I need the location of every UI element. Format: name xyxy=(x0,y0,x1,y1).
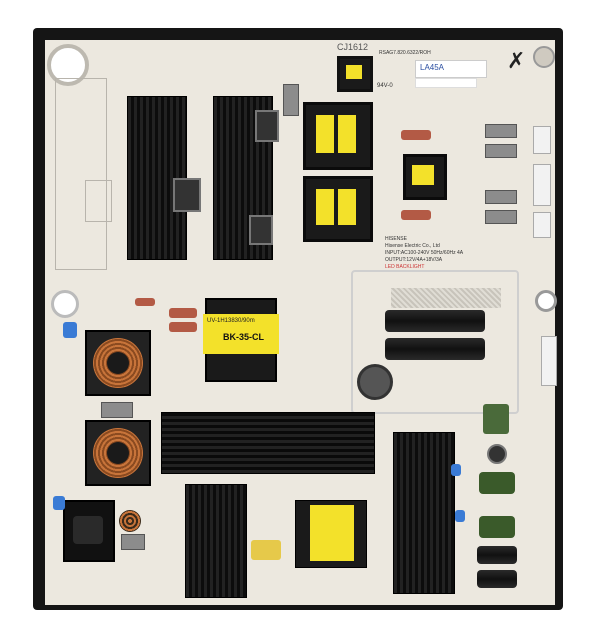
mount-hole-tl xyxy=(47,44,89,86)
ac-socket xyxy=(63,500,115,562)
round-cap xyxy=(487,444,507,464)
mount-hole-tr xyxy=(533,46,555,68)
pcb-board: CJ1612 RSAG7.820.6322/ROH 94V-0 LA45A ✗ … xyxy=(45,40,557,605)
mosfet-2 xyxy=(255,110,279,142)
mosfet xyxy=(173,178,201,212)
transformer-main-2 xyxy=(303,176,373,242)
heatsink-bottom-right xyxy=(393,432,455,594)
resistor-4 xyxy=(169,308,197,318)
resistor-1 xyxy=(401,130,431,140)
connector-1 xyxy=(533,126,551,154)
connector-3 xyxy=(533,212,551,238)
choke-2 xyxy=(85,420,151,486)
connector-4 xyxy=(541,336,557,386)
transformer-main-pfc: UV-1H13830/90m BK-35-CL xyxy=(203,298,279,382)
resistor-3 xyxy=(135,298,155,306)
silk-outline-2 xyxy=(85,180,112,222)
transformer-top-right xyxy=(403,154,447,200)
model-number: RSAG7.820.6322/ROH xyxy=(379,50,431,56)
component-grey-1 xyxy=(485,124,517,138)
green-cap-3 xyxy=(483,404,509,434)
resistor-5 xyxy=(169,322,197,332)
heatsink-center xyxy=(161,412,375,474)
connector-2 xyxy=(533,164,551,206)
blue-cap-2 xyxy=(53,496,65,510)
small-choke xyxy=(119,510,141,532)
choke-1 xyxy=(85,330,151,396)
silk-outline xyxy=(55,78,107,270)
transformer-top-center xyxy=(337,56,373,92)
handwritten-mark: ✗ xyxy=(507,48,526,73)
sticker: LA45A xyxy=(415,60,487,78)
resistor-2 xyxy=(401,210,431,220)
component-grey-3 xyxy=(485,190,517,204)
rating-label: 94V-0 xyxy=(377,83,393,89)
heatsink-bottom-left xyxy=(185,484,247,598)
component-grey-4 xyxy=(485,210,517,224)
mosfet-3 xyxy=(249,215,273,245)
spec-block: HISENSE Hisense Electric Co., Ltd INPUT:… xyxy=(385,236,464,270)
blue-cap-3 xyxy=(451,464,461,476)
electrolytic-1 xyxy=(385,310,485,332)
component-grey-5 xyxy=(101,402,133,418)
transformer-main xyxy=(303,102,373,170)
coin-cap xyxy=(357,364,393,400)
transformer-bottom xyxy=(295,500,367,568)
sticker-2 xyxy=(415,78,477,88)
board-id: CJ1612 xyxy=(337,42,369,52)
component-grey-2 xyxy=(485,144,517,158)
component-grey-6 xyxy=(121,534,145,550)
electrolytic-3 xyxy=(477,546,517,564)
mount-hole-mr xyxy=(535,290,557,312)
mount-hole-ml xyxy=(51,290,79,318)
blue-cap-1 xyxy=(63,322,77,338)
electrolytic-2 xyxy=(385,338,485,360)
trace-loop xyxy=(351,270,519,414)
relay xyxy=(283,84,299,116)
green-cap-1 xyxy=(479,472,515,494)
blue-cap-4 xyxy=(455,510,465,522)
electrolytic-4 xyxy=(477,570,517,588)
ceramic-caps xyxy=(251,540,281,560)
green-cap-2 xyxy=(479,516,515,538)
hatch-area xyxy=(391,288,501,308)
